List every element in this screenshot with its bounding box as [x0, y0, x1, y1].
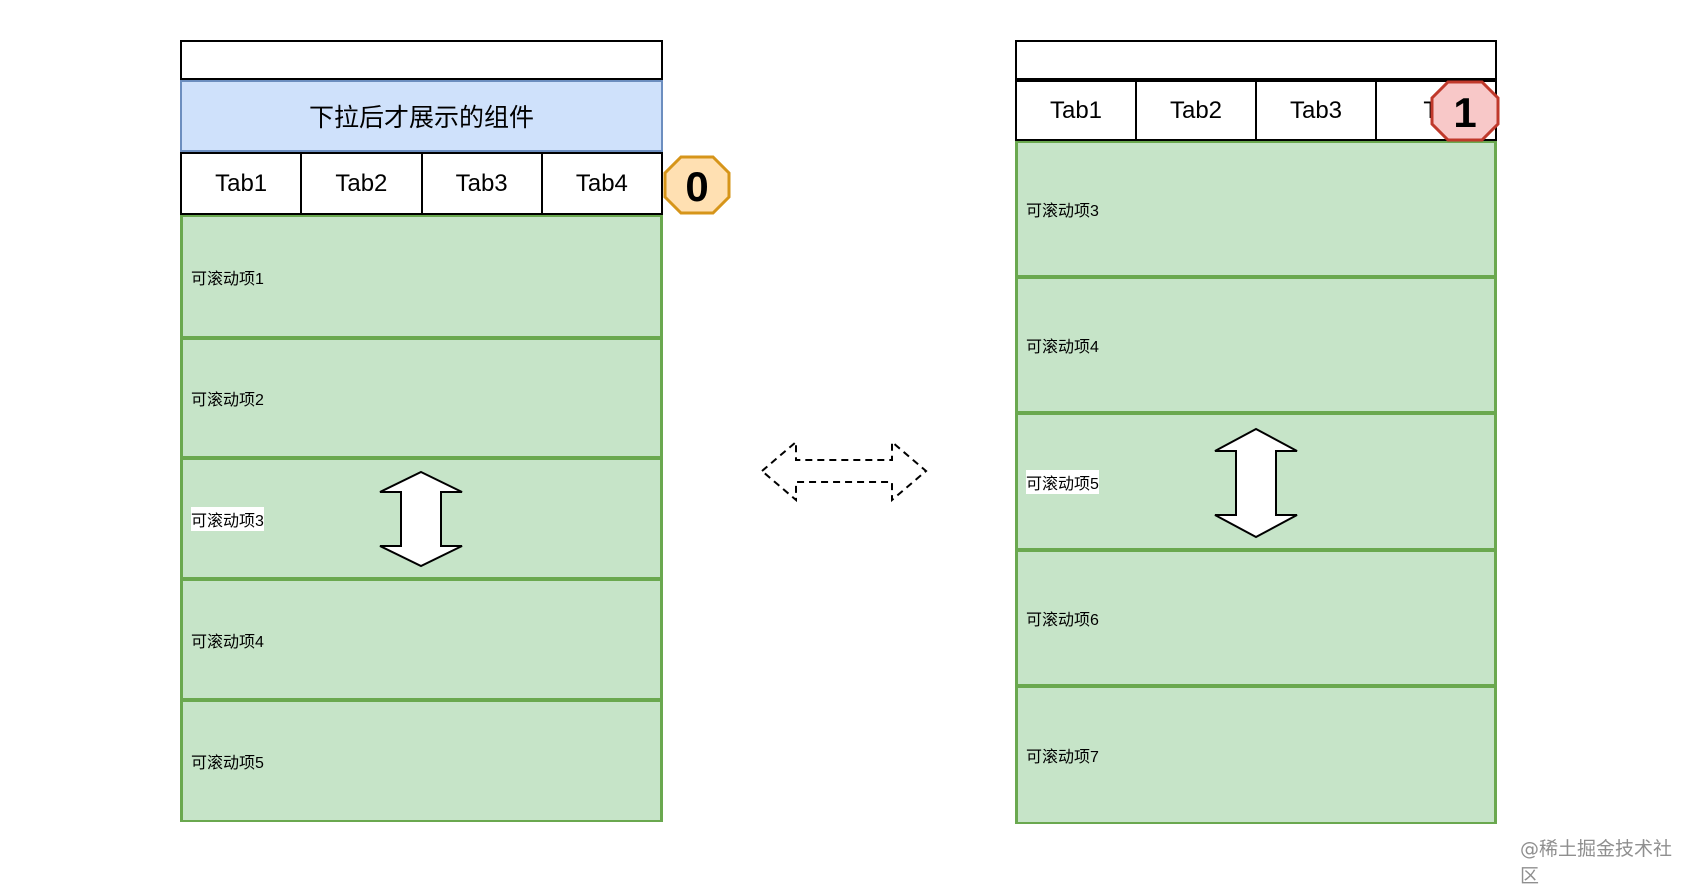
- item-label: 可滚动项5: [1026, 469, 1099, 494]
- item-label: 可滚动项3: [191, 506, 264, 531]
- right-tab-1[interactable]: Tab1: [1017, 82, 1137, 139]
- right-scroll-item-3: 可滚动项3: [1015, 141, 1497, 277]
- right-tab-bar: Tab1 Tab2 Tab3 Ta: [1015, 80, 1497, 141]
- left-tab-4[interactable]: Tab4: [575, 169, 628, 197]
- badge-1: 1: [1430, 80, 1500, 142]
- item-label: 可滚动项2: [191, 392, 264, 409]
- badge-1-label: 1: [1453, 89, 1476, 136]
- left-tab-3[interactable]: Tab3: [423, 154, 543, 213]
- right-tab-2[interactable]: Tab2: [1137, 82, 1257, 139]
- left-scroll-item-1: 可滚动项1: [180, 215, 663, 338]
- badge-0-label: 0: [685, 163, 708, 210]
- left-top-bar: [180, 40, 663, 80]
- badge-0: 0: [663, 155, 731, 215]
- transition-double-arrow-icon: [760, 439, 928, 503]
- dropdown-label: 下拉后才展示的组件: [308, 104, 534, 132]
- left-dropdown-component: 下拉后才展示的组件: [180, 80, 663, 152]
- left-tab-2[interactable]: Tab2: [302, 154, 423, 213]
- left-tab-1[interactable]: Tab1: [182, 154, 303, 213]
- item-label: 可滚动项7: [1026, 749, 1099, 766]
- item-label: 可滚动项6: [1026, 612, 1099, 629]
- item-label: 可滚动项4: [1026, 339, 1099, 356]
- right-scroll-item-4: 可滚动项4: [1015, 277, 1497, 413]
- left-tab-bar: Tab1 Tab2 Tab3 Tab4: [180, 152, 663, 215]
- left-scroll-item-5: 可滚动项5: [180, 700, 663, 822]
- item-label: 可滚动项5: [191, 755, 264, 772]
- right-scroll-item-6: 可滚动项6: [1015, 550, 1497, 686]
- right-vertical-scroll-arrow-icon: [1214, 427, 1298, 539]
- right-scroll-item-7: 可滚动项7: [1015, 686, 1497, 824]
- right-tab-3[interactable]: Tab3: [1257, 82, 1377, 139]
- left-scroll-item-2: 可滚动项2: [180, 338, 663, 458]
- right-top-bar: [1015, 40, 1497, 80]
- watermark: @稀土掘金技术社区: [1520, 838, 1673, 887]
- left-scroll-item-4: 可滚动项4: [180, 579, 663, 700]
- item-label: 可滚动项3: [1026, 203, 1099, 220]
- item-label: 可滚动项4: [191, 633, 264, 651]
- left-vertical-scroll-arrow-icon: [379, 470, 463, 568]
- item-label: 可滚动项1: [191, 270, 264, 288]
